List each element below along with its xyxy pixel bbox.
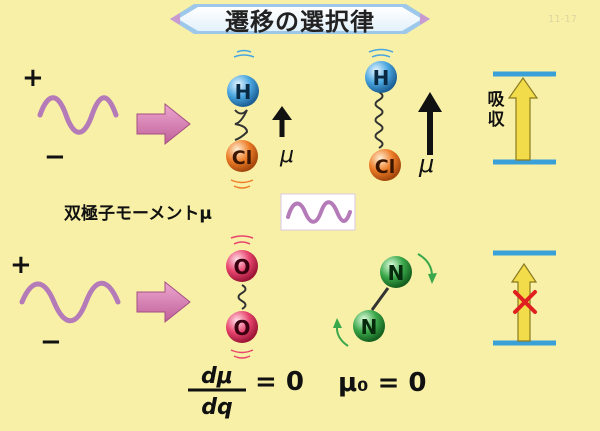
minus-sign-bottom: − <box>40 327 62 357</box>
nitrogen-atom-top <box>380 256 412 288</box>
oxygen-atom-bottom <box>226 311 258 343</box>
svg-text:N: N <box>361 315 378 339</box>
energy-levels-allowed <box>493 71 556 165</box>
title-banner <box>170 4 430 34</box>
dipole-wave-box <box>280 193 356 231</box>
svg-text:Cl: Cl <box>375 156 395 178</box>
plus-sign-bottom: + <box>10 250 32 280</box>
rotation-arrow-bottom <box>335 325 349 347</box>
page-title: 遷移の選択律 <box>225 7 375 36</box>
svg-text:Cl: Cl <box>232 147 252 169</box>
oxygen-molecule: O O <box>226 235 258 359</box>
derivative-fraction: dμ dq <box>188 364 246 420</box>
dipole-arrow-large <box>418 92 442 155</box>
svg-text:dμ: dμ <box>201 364 233 389</box>
hydrogen-atom-2 <box>365 61 397 93</box>
forbidden-cross <box>513 290 537 314</box>
svg-text:H: H <box>373 66 390 90</box>
absorption-label: 吸収 <box>487 90 505 130</box>
minus-sign-top: − <box>44 142 66 172</box>
corner-mark: 11-17 <box>548 14 577 25</box>
hcl-molecule-2: H Cl <box>365 48 401 181</box>
hcl-molecule-1: H Cl <box>226 49 259 189</box>
mu-label-large: μ <box>418 150 434 178</box>
chlorine-atom-2 <box>369 149 401 181</box>
svg-text:O: O <box>233 255 250 279</box>
mu-label-small: μ <box>279 143 294 168</box>
dipole-moment-label: 双極子モーメントμ <box>64 204 212 224</box>
nitrogen-molecule: N N <box>333 253 437 347</box>
pink-arrow-bottom <box>136 280 191 324</box>
svg-text:dq: dq <box>201 395 233 420</box>
light-wave-bottom <box>19 280 121 324</box>
pink-arrow-top <box>136 102 191 146</box>
nitrogen-atom-bottom <box>353 310 385 342</box>
equation-mu0-zero: μ₀ = 0 <box>338 368 427 398</box>
svg-text:H: H <box>235 80 252 104</box>
chlorine-atom-1 <box>226 140 258 172</box>
svg-text:O: O <box>233 316 250 340</box>
energy-levels-forbidden <box>493 250 556 346</box>
equation-derivative-zero: = 0 <box>255 367 304 397</box>
oxygen-atom-top <box>226 250 258 282</box>
rotation-arrow-top <box>417 253 433 277</box>
light-wave-top <box>37 95 119 135</box>
hydrogen-atom-1 <box>227 75 259 107</box>
plus-sign-top: + <box>22 63 44 93</box>
dipole-arrow-small <box>272 106 292 137</box>
svg-text:N: N <box>388 261 405 285</box>
